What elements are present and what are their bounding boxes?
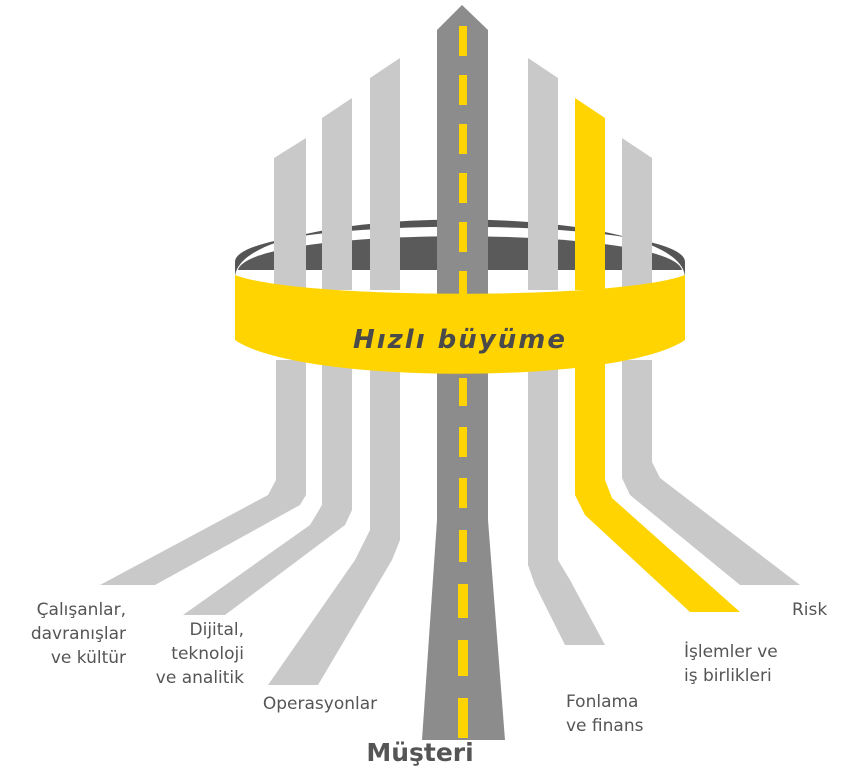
label-dijital: Dijital, teknoloji ve analitik: [155, 620, 244, 688]
pillar-operasyonlar-upper: [370, 58, 400, 290]
band-label: Hızlı büyüme: [353, 325, 567, 355]
pillar-fonlama-upper: [528, 58, 558, 290]
pillar-operasyonlar-lower: [268, 360, 400, 685]
pillar-dijital-lower: [183, 360, 352, 615]
pillar-islemler-upper: [575, 98, 605, 290]
pillar-calisanlar-lower: [100, 360, 306, 585]
label-operasyonlar: Operasyonlar: [262, 694, 378, 714]
label-islemler: İşlemler ve iş birlikleri: [684, 642, 778, 686]
pillar-fonlama-lower: [528, 360, 605, 645]
pillar-calisanlar-upper: [274, 138, 306, 290]
pillar-risk-upper: [622, 138, 652, 290]
label-calisanlar: Çalışanlar, davranışlar ve kültür: [30, 600, 126, 668]
pillar-islemler-lower: [575, 360, 740, 612]
road-center-dashes: [458, 26, 468, 738]
growth-band: [235, 275, 685, 374]
pillar-risk-lower: [622, 360, 800, 585]
pillar-dijital-upper: [322, 98, 352, 290]
label-risk: Risk: [792, 600, 828, 620]
label-fonlama: Fonlama ve finans: [566, 692, 644, 736]
label-musteri: Müşteri: [366, 738, 474, 767]
